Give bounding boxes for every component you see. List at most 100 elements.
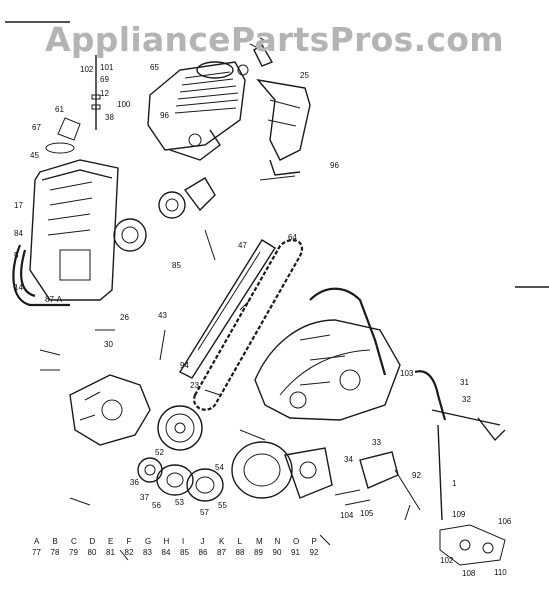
legend-number-84: 84 <box>162 548 171 557</box>
leader-lines <box>39 299 411 561</box>
callout-103: 103 <box>400 369 414 378</box>
callout-12: 12 <box>100 89 109 98</box>
legend-letter-o: O <box>293 537 299 546</box>
legend-letter-d: D <box>90 537 96 546</box>
callout-69: 69 <box>100 75 109 84</box>
legend-number-90: 90 <box>273 548 282 557</box>
callout-94: 94 <box>180 361 189 370</box>
callout-105: 105 <box>360 509 374 518</box>
callout-55: 55 <box>218 501 227 510</box>
legend-letter-a: A <box>34 537 40 546</box>
legend-letter-g: G <box>145 537 151 546</box>
callout-25: 25 <box>300 71 309 80</box>
legend-number-80: 80 <box>88 548 97 557</box>
legend-number-88: 88 <box>236 548 245 557</box>
callout-33: 33 <box>372 438 381 447</box>
legend-letter-p: P <box>312 537 317 546</box>
legend-number-78: 78 <box>51 548 60 557</box>
saw-chain <box>193 239 303 411</box>
callout-38: 38 <box>105 113 114 122</box>
callout-102: 102 <box>80 65 94 74</box>
callout-numbers: 65 101 69 102 12 100 38 96 25 96 67 61 4… <box>14 63 512 578</box>
legend-letter-j: J <box>201 537 205 546</box>
callout-109: 109 <box>452 510 466 519</box>
starter-cover <box>231 441 333 499</box>
callout-52: 52 <box>155 448 164 457</box>
crankcase-left <box>69 374 151 446</box>
rear-handle <box>254 287 401 421</box>
legend-number-87: 87 <box>217 548 226 557</box>
callout-106: 106 <box>498 517 512 526</box>
callout-92: 92 <box>412 471 421 480</box>
callout-34: 34 <box>344 455 353 464</box>
screw-stack <box>45 55 101 154</box>
oil-pump-parts <box>137 457 224 502</box>
callout-100: 100 <box>117 100 131 109</box>
callout-101: 101 <box>100 63 114 72</box>
callout-37: 37 <box>140 493 149 502</box>
legend-letter-l: L <box>238 537 243 546</box>
legend-letter-e: E <box>108 537 113 546</box>
legend-number-81: 81 <box>106 548 115 557</box>
watermark-text: AppliancePartsPros.com <box>45 20 504 59</box>
legend-number-77: 77 <box>32 548 41 557</box>
legend-letter-b: B <box>53 537 58 546</box>
legend-number-92: 92 <box>310 548 319 557</box>
legend-letter-m: M <box>256 537 263 546</box>
callout-84: 84 <box>14 229 23 238</box>
callout-57: 57 <box>200 508 209 517</box>
guide-bar <box>179 239 276 379</box>
engine-cylinder <box>147 61 246 161</box>
legend-letter-h: H <box>164 537 170 546</box>
callout-56: 56 <box>152 501 161 510</box>
callout-102-detail: 102 <box>440 556 454 565</box>
legend-letter-f: F <box>127 537 132 546</box>
callout-5: 5 <box>14 251 19 260</box>
callout-67: 67 <box>32 123 41 132</box>
callout-96a: 96 <box>160 111 169 120</box>
callout-108: 108 <box>462 569 476 578</box>
legend-letter-c: C <box>71 537 77 546</box>
callout-36: 36 <box>130 478 139 487</box>
callout-104: 104 <box>340 511 354 520</box>
legend-number-85: 85 <box>180 548 189 557</box>
callout-32: 32 <box>462 395 471 404</box>
legend-number-83: 83 <box>143 548 152 557</box>
callout-1: 1 <box>452 479 457 488</box>
callout-54: 54 <box>215 463 224 472</box>
legend-letter-i: I <box>182 537 184 546</box>
housing-block: 87-A <box>12 159 119 307</box>
spark-plug-group <box>237 37 274 76</box>
mount-bracket <box>256 78 311 181</box>
callout-65: 65 <box>150 63 159 72</box>
legend-letter-k: K <box>219 537 225 546</box>
callout-85: 85 <box>172 261 181 270</box>
chain-brake-parts <box>334 451 421 511</box>
clutch-assembly <box>113 177 216 261</box>
callout-17: 17 <box>14 201 23 210</box>
handle-bar <box>414 370 506 521</box>
callout-96b: 96 <box>330 161 339 170</box>
legend-number-82: 82 <box>125 548 134 557</box>
callout-45: 45 <box>30 151 39 160</box>
callout-110: 110 <box>494 568 507 577</box>
callout-61: 61 <box>55 105 64 114</box>
legend-number-79: 79 <box>69 548 78 557</box>
legend-number-89: 89 <box>254 548 263 557</box>
callout-31: 31 <box>460 378 469 387</box>
detail-cluster <box>439 524 506 566</box>
callout-53: 53 <box>175 498 184 507</box>
block-label: 87-A <box>45 295 63 304</box>
callout-23: 23 <box>190 381 199 390</box>
callout-26: 26 <box>120 313 129 322</box>
callout-30: 30 <box>104 340 113 349</box>
callout-47: 47 <box>238 241 247 250</box>
callout-14: 14 <box>14 283 23 292</box>
callout-43: 43 <box>158 311 167 320</box>
legend-number-86: 86 <box>199 548 208 557</box>
legend-number-91: 91 <box>291 548 300 557</box>
callout-64: 64 <box>288 233 297 242</box>
gear-sprocket <box>157 405 203 451</box>
